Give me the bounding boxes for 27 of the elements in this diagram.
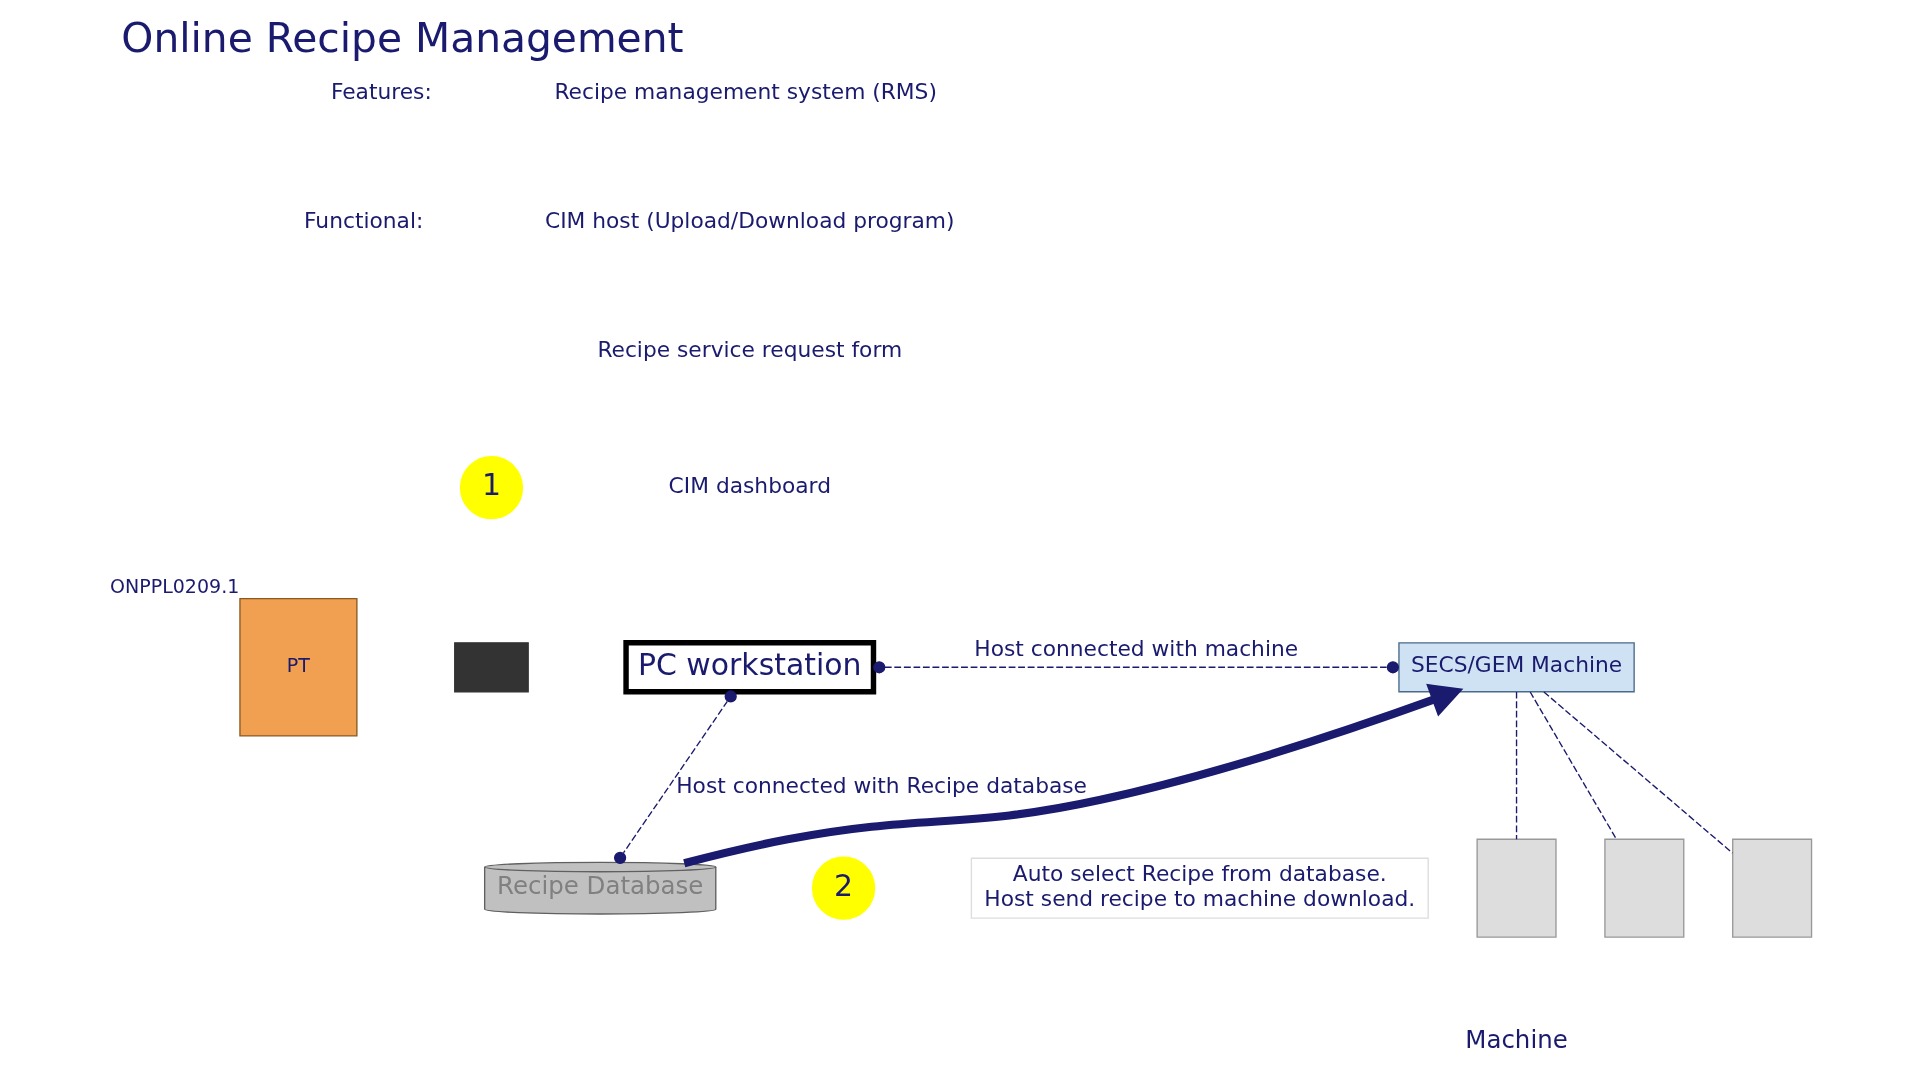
node-box [1475,838,1557,938]
node-box: Auto select Recipe from database. Host send recipe to machine download. [970,857,1429,919]
connector [1529,691,1617,840]
diagram-title: Online Recipe Management [120,13,684,62]
node-box: PT [238,597,358,737]
connector [613,690,737,864]
node-circle: 1 [459,456,523,520]
label: CIM dashboard [668,472,831,498]
connector [1515,691,1517,840]
node-circle: 2 [811,856,875,920]
node-label: ONPPL0209.1 [109,575,239,598]
node-box: PC workstation [622,640,876,695]
edge-label: Host connected with machine [973,636,1298,662]
node-box: SECS/GEM Machine [1397,642,1635,693]
label: Functional: [303,208,423,234]
label: Recipe service request form [596,337,902,363]
node-box [1731,838,1812,938]
label: Recipe management system (RMS) [553,79,937,105]
node-box [453,642,529,693]
node-box [1603,838,1684,938]
label: CIM host (Upload/Download program) [544,208,955,234]
connector [1542,691,1733,854]
arrow [682,683,1463,868]
label: Features: [330,79,432,105]
label: Machine [1464,1024,1568,1054]
connector [872,661,1399,674]
edge-label: Host connected with Recipe database [675,772,1087,798]
